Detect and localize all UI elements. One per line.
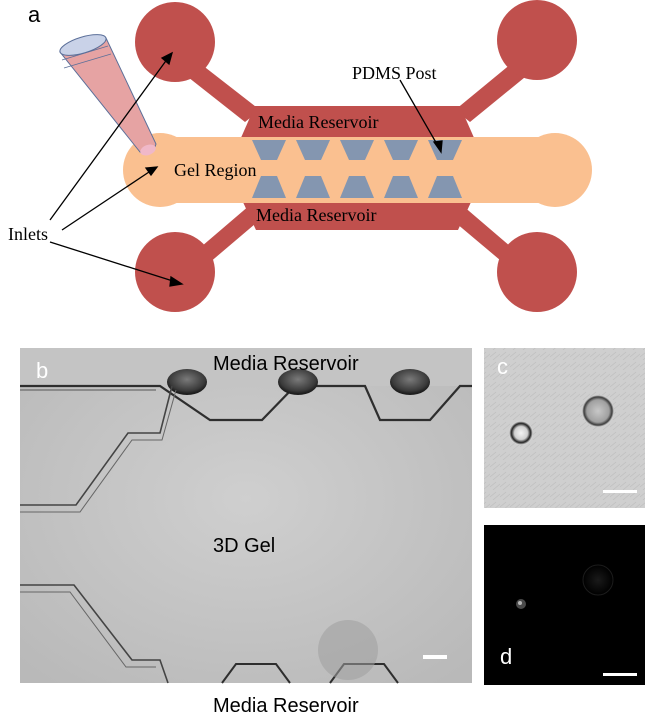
bottom-reservoir-channel <box>242 200 472 230</box>
left-channel-edge-bottom <box>20 584 169 684</box>
scale-bar <box>603 490 637 493</box>
panel-b-micrograph: b Media Reservoir 3D Gel <box>20 348 472 684</box>
panel-b-label: b <box>36 358 48 383</box>
gel-region-label: Gel Region <box>174 160 257 180</box>
panel-d-micrograph: d <box>484 525 645 685</box>
media-reservoir-bottom-caption: Media Reservoir <box>213 695 359 717</box>
gel-caption: 3D Gel <box>213 535 275 557</box>
media-reservoir-top-label: Media Reservoir <box>258 112 378 132</box>
post-dome <box>390 369 430 395</box>
fluorescent-cell-large <box>582 564 614 596</box>
arrow-inlet-bottom <box>49 241 177 283</box>
scale-bar <box>603 673 637 676</box>
panel-a-schematic: a PDMS Post Media Reservoir Gel Region M… <box>8 0 592 312</box>
panel-d-background <box>484 525 645 685</box>
pdms-post <box>428 176 462 198</box>
pdms-post <box>384 140 418 160</box>
panel-d-label: d <box>500 644 512 669</box>
post-dome <box>167 369 207 395</box>
cell-small <box>509 421 533 445</box>
pdms-post <box>340 140 374 160</box>
pdms-posts <box>252 140 462 198</box>
pdms-post <box>252 176 286 198</box>
panel-c-micrograph: c <box>484 348 645 508</box>
panel-a-label: a <box>28 2 41 27</box>
media-reservoir-channels <box>135 0 577 312</box>
arrowhead <box>160 51 174 66</box>
inlets-label: Inlets <box>8 224 48 244</box>
micrograph-background <box>20 348 472 683</box>
post-dome <box>278 369 318 395</box>
port-bottom-left <box>135 232 215 312</box>
port-top-left <box>135 2 215 82</box>
arrow-pdms-post <box>399 79 439 147</box>
media-reservoir-bottom-label: Media Reservoir <box>256 205 376 225</box>
pdms-post <box>252 140 286 160</box>
pdms-post <box>296 140 330 160</box>
media-reservoir-top-caption: Media Reservoir <box>213 353 359 375</box>
gel-inlet-right <box>518 133 592 207</box>
panel-c-label: c <box>497 354 508 379</box>
pdms-post <box>340 176 374 198</box>
left-channel-edge-top <box>20 385 173 506</box>
pdms-post <box>296 176 330 198</box>
pdms-post-label: PDMS Post <box>352 63 437 83</box>
arrowhead <box>432 140 443 154</box>
arrowhead <box>169 275 184 287</box>
arrowhead <box>144 166 159 177</box>
pdms-post <box>384 176 418 198</box>
gel-top-boundary <box>20 384 472 422</box>
annotation-arrows <box>49 51 443 287</box>
pipette-icon <box>59 34 157 156</box>
cell-large <box>582 395 614 427</box>
top-reservoir-channel <box>240 106 475 140</box>
arrow-inlet-top <box>49 57 169 221</box>
port-bottom-right <box>497 232 577 312</box>
arrow-inlet-gel <box>61 169 153 231</box>
scale-bar <box>423 655 447 659</box>
port-top-right <box>497 0 577 80</box>
